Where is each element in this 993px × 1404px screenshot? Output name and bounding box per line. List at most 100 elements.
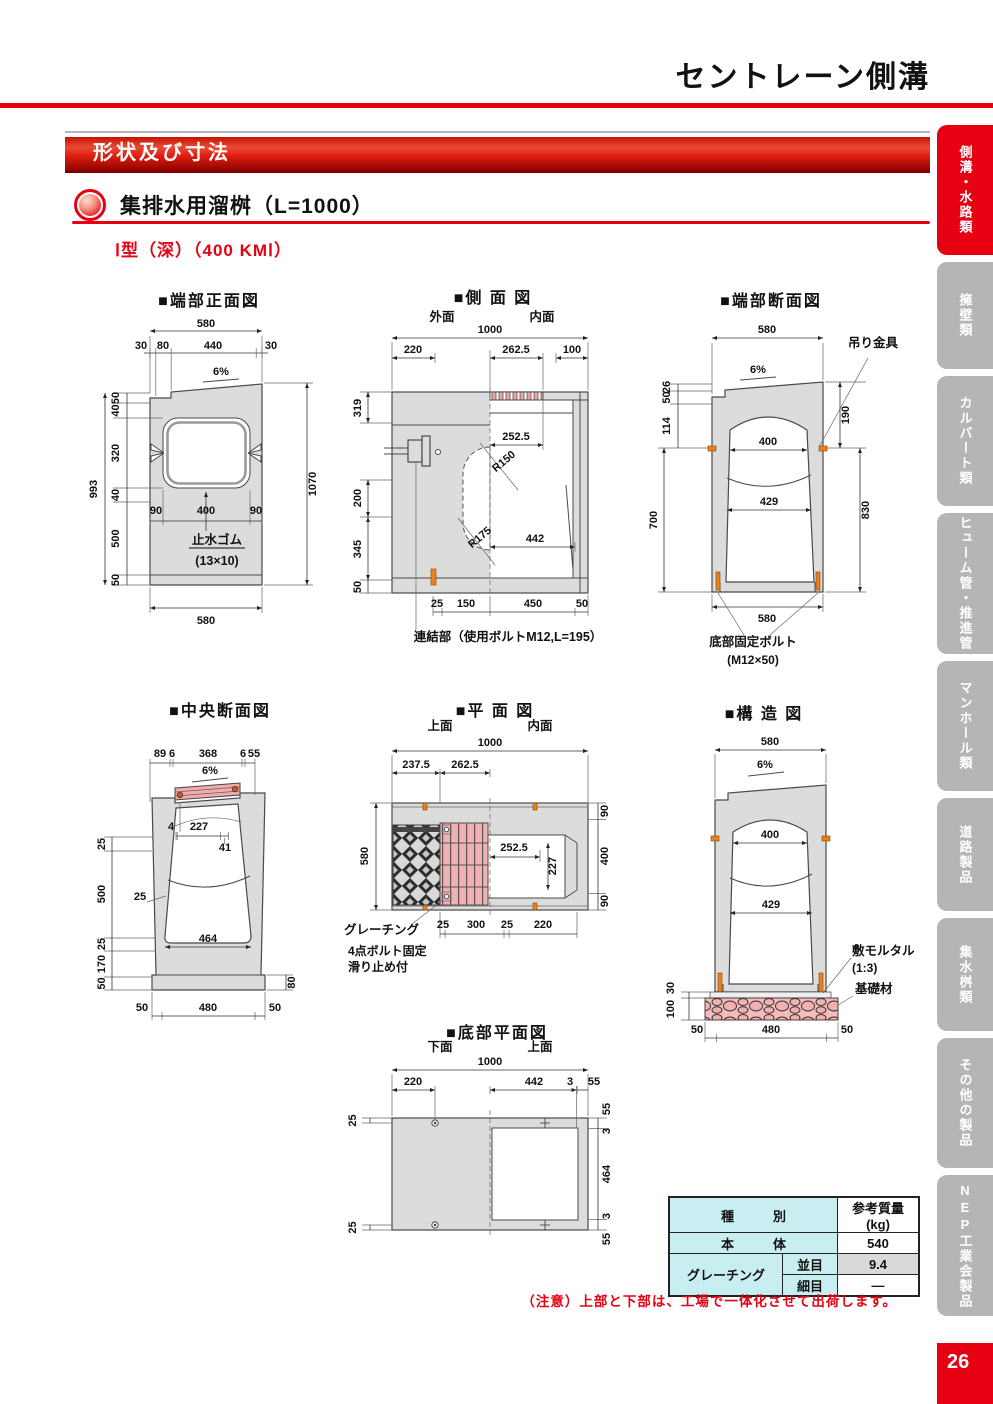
- bullet-circle-icon: [74, 189, 106, 221]
- dim-label: 400: [599, 847, 611, 865]
- dim-label: 26: [661, 381, 673, 393]
- dim-label: 25: [501, 919, 513, 931]
- dim-label: 90: [599, 805, 611, 817]
- dim-label: 80: [157, 340, 169, 352]
- dim-label: 55: [588, 1076, 600, 1088]
- table-cell-fine-value: —: [837, 1274, 920, 1297]
- dim-label: 464: [199, 933, 218, 945]
- dim-label: 220: [404, 344, 422, 356]
- figure-title-bottom-plan: ■底部平面図: [446, 1025, 548, 1042]
- dim-label: 90: [250, 505, 262, 517]
- product-underline: [72, 221, 930, 224]
- dim-label: 55: [601, 1233, 613, 1245]
- dim-label: 6: [169, 748, 175, 760]
- hanger-label: 吊り金具: [848, 335, 899, 350]
- dim-label: 6%: [202, 765, 218, 777]
- dim-label: 50: [269, 1002, 281, 1014]
- section-header-topline: [65, 131, 930, 133]
- dim-label: 41: [219, 842, 231, 854]
- spec-table: 種 別 参考質量(kg) 本 体 540 グレーチング 並目 9.4 細目 —: [668, 1196, 920, 1297]
- dim-label: 220: [534, 919, 552, 931]
- dim-label: 200: [352, 489, 364, 507]
- dim-label: 100: [563, 344, 581, 356]
- sidebar-tab-sokko-suiro: 側溝・水路類: [937, 125, 993, 255]
- figure-title-plan: ■平 面 図: [455, 703, 535, 720]
- face-label: 上面: [427, 718, 453, 733]
- dim-label: 252.5: [500, 842, 528, 854]
- figure-title-center-section: ■中央断面図: [169, 703, 271, 720]
- section-header-bar: 形状及び寸法: [65, 131, 930, 173]
- dim-label: 90: [599, 895, 611, 907]
- dim-label: 580: [761, 736, 779, 748]
- dim-label: 25: [96, 838, 108, 850]
- dim-label: 6%: [750, 364, 766, 376]
- dim-label: 40: [110, 404, 122, 416]
- dim-label: 440: [204, 340, 222, 352]
- figure-title-end-section: ■端部断面図: [720, 293, 822, 310]
- dim-label: 1070: [307, 472, 319, 496]
- table-header-weight: 参考質量(kg): [837, 1196, 920, 1233]
- table-header-kind: 種 別: [668, 1196, 838, 1233]
- gasket-label: 止水ゴム: [192, 532, 243, 547]
- grating-note: グレーチング: [344, 922, 420, 937]
- sidebar-tab-road: 道路製品: [937, 798, 993, 911]
- dim-label: 100: [665, 1000, 677, 1018]
- dim-label: 700: [648, 511, 660, 529]
- dim-label: 480: [199, 1002, 217, 1014]
- mortar-label: 敷モルタル: [852, 943, 915, 958]
- bolt-label: 底部固定ボルト: [709, 634, 797, 649]
- dim-label: 30: [665, 982, 677, 994]
- dim-label: 227: [547, 857, 559, 875]
- dim-label: 320: [110, 444, 122, 462]
- sidebar-tab-catchbasin: 集水桝類: [937, 918, 993, 1031]
- dim-label: 1000: [478, 1056, 502, 1068]
- figure-end-section: 400 429 580 6% 吊り金具 26 50 114 700 190 83…: [648, 324, 899, 667]
- dim-label: 4: [168, 821, 175, 833]
- dim-label: 830: [860, 501, 872, 519]
- dim-label: 25: [347, 1221, 359, 1233]
- sidebar-tab-hume: ヒューム管・推進管: [937, 513, 993, 654]
- face-label: 外面: [428, 309, 455, 324]
- dim-label: 300: [467, 919, 485, 931]
- table-cell-body: 本 体: [668, 1232, 838, 1254]
- dim-label: 262.5: [502, 344, 530, 356]
- dim-label: 50: [691, 1024, 703, 1036]
- dim-label: 993: [88, 480, 100, 498]
- dim-label: 50: [136, 1002, 148, 1014]
- dim-label: 190: [840, 406, 852, 424]
- sidebar-tab-yoheki: 擁壁類: [937, 262, 993, 369]
- dim-label: 3: [601, 1128, 613, 1134]
- face-label: 上面: [527, 1039, 553, 1054]
- sidebar-tab-other: その他の製品: [937, 1038, 993, 1168]
- table-cell-coarse-value: 9.4: [837, 1253, 920, 1275]
- page-number: 26: [937, 1343, 993, 1404]
- dim-label: 90: [150, 505, 162, 517]
- sidebar-tab-nep: NEP工業会製品: [937, 1175, 993, 1316]
- shipping-note: （注意）上部と下部は、工場で一体化させて出荷します。: [521, 1294, 897, 1309]
- dim-label: 3: [601, 1213, 613, 1219]
- figure-front-view: 580 30 80 440 30 6% 50 40 320 40 500 50 …: [88, 318, 319, 627]
- dim-label: 580: [359, 847, 371, 865]
- dim-label: 50: [352, 581, 364, 593]
- bolt-size-label: (M12×50): [727, 653, 779, 667]
- dim-label: 442: [525, 1076, 543, 1088]
- dim-label: 580: [197, 615, 215, 627]
- base-label: 基礎材: [854, 981, 893, 996]
- dim-label: 25: [134, 891, 146, 903]
- dim-label: 464: [601, 1164, 613, 1183]
- dim-label: 252.5: [502, 431, 530, 443]
- face-label: 内面: [527, 718, 553, 733]
- face-label: 下面: [427, 1040, 453, 1054]
- dim-label: 25: [96, 938, 108, 950]
- dim-label: 114: [661, 416, 673, 435]
- dim-label: 500: [110, 529, 122, 547]
- top-rule: [0, 103, 993, 108]
- dim-label: 89: [154, 748, 166, 760]
- dim-label: 170: [96, 955, 108, 973]
- mortar-ratio-label: (1:3): [852, 961, 877, 975]
- dim-label: 429: [762, 899, 780, 911]
- dim-label: 25: [437, 919, 449, 931]
- grating-note: 4点ボルト固定: [348, 943, 427, 958]
- table-cell-coarse: 並目: [782, 1253, 838, 1275]
